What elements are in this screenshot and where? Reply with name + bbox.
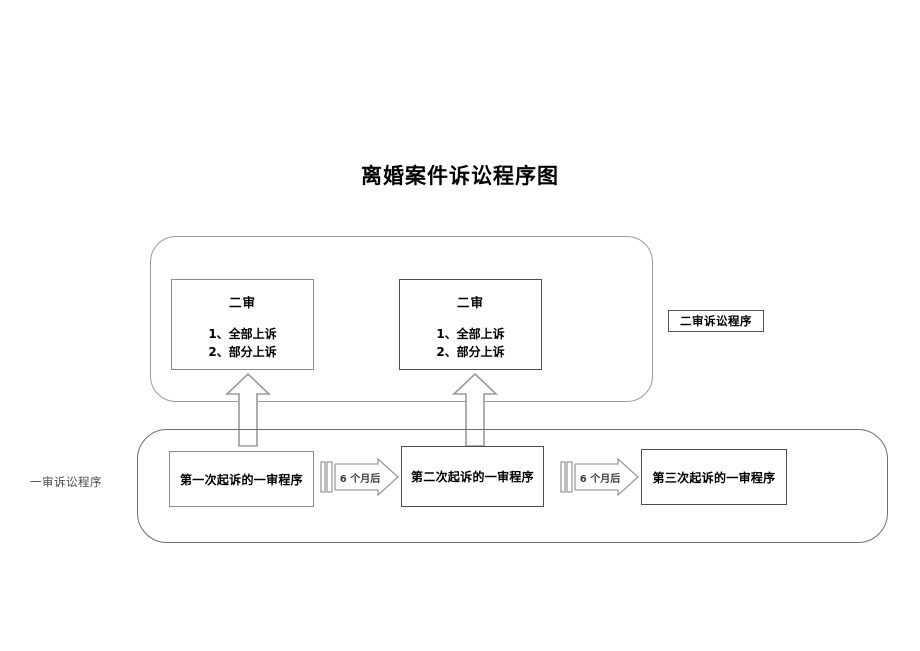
connector-label-1: 6 个月后 — [339, 473, 381, 485]
first-instance-box-2[interactable]: 第二次起诉的一审程序 — [401, 446, 544, 507]
first-instance-box-3[interactable]: 第三次起诉的一审程序 — [641, 449, 787, 505]
first-instance-box-1-label: 第一次起诉的一审程序 — [179, 472, 303, 487]
appeal-box-2-heading: 二审 — [456, 295, 484, 310]
appeal-box-1-item-1: 1、全部上诉 — [208, 327, 277, 341]
striped-right-arrow-icon-2: 6 个月后 — [560, 457, 640, 497]
appeal-box-1-items: 1、全部上诉 2、部分上诉 — [208, 325, 276, 361]
appeal-box-1-item-2: 2、部分上诉 — [208, 345, 277, 359]
first-instance-box-2-label: 第二次起诉的一审程序 — [410, 470, 534, 484]
appeal-box-2-item-1: 1、全部上诉 — [436, 327, 505, 341]
first-instance-procedure-group — [137, 429, 888, 543]
appeal-box-1[interactable]: 二审 1、全部上诉 2、部分上诉 — [171, 279, 314, 370]
page-title: 离婚案件诉讼程序图 — [361, 164, 559, 188]
first-instance-box-3-label: 第三次起诉的一审程序 — [652, 470, 776, 485]
appeal-procedure-group — [150, 236, 653, 402]
appeal-procedure-caption: 二审诉讼程序 — [668, 310, 764, 332]
appeal-box-2-items: 1、全部上诉 2、部分上诉 — [436, 325, 504, 361]
first-instance-procedure-caption: 一审诉讼程序 — [30, 475, 102, 489]
appeal-box-2[interactable]: 二审 1、全部上诉 2、部分上诉 — [399, 279, 542, 370]
appeal-box-1-heading: 二审 — [228, 295, 256, 310]
first-instance-box-1[interactable]: 第一次起诉的一审程序 — [169, 451, 314, 507]
up-arrow-icon-1 — [225, 372, 271, 448]
striped-right-arrow-icon-1: 6 个月后 — [320, 457, 400, 497]
connector-label-2: 6 个月后 — [579, 473, 621, 485]
appeal-box-2-item-2: 2、部分上诉 — [436, 345, 505, 359]
